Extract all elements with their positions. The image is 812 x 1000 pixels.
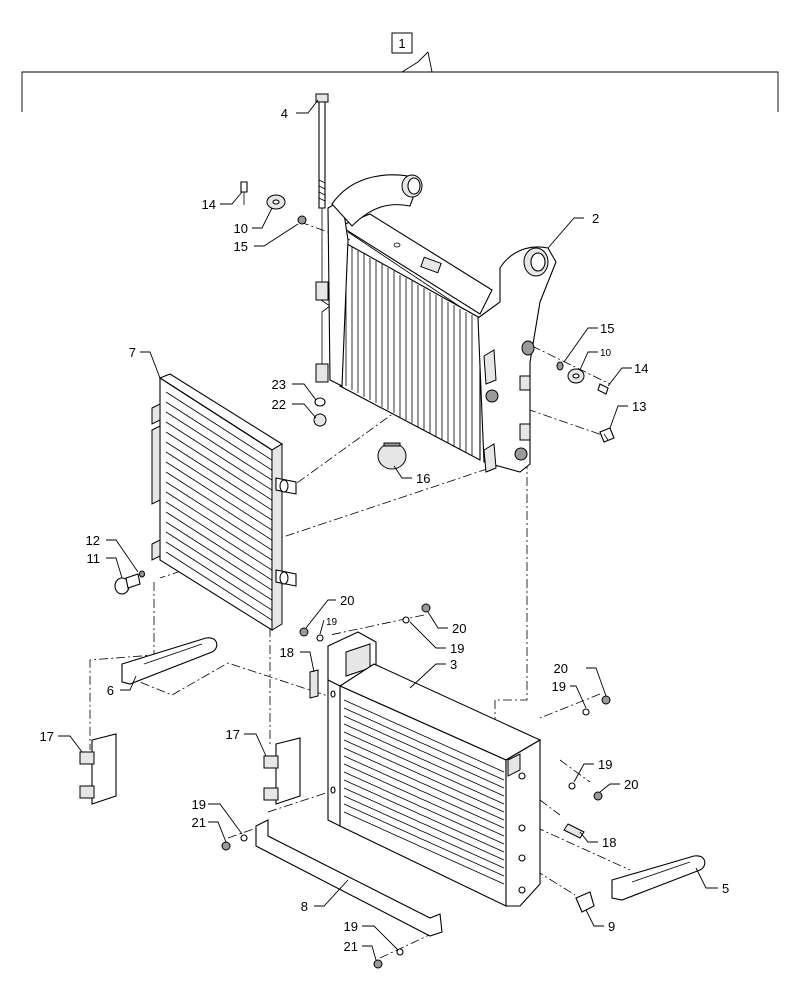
- callout-19: 19: [326, 617, 338, 628]
- callout-13: 13: [632, 399, 646, 414]
- callout-20: 20: [554, 661, 568, 676]
- callout-14: 14: [202, 197, 216, 212]
- callout-20: 20: [340, 593, 354, 608]
- brackets: [79, 637, 706, 937]
- callout-16: 16: [416, 471, 430, 486]
- callout-3: 3: [450, 657, 457, 672]
- callout-2: 2: [592, 211, 599, 226]
- callout-23: 23: [272, 377, 286, 392]
- oil-cooler-3: [327, 631, 542, 907]
- callout-7: 7: [129, 345, 136, 360]
- callout-22: 22: [272, 397, 286, 412]
- callout-5: 5: [722, 881, 729, 896]
- callout-11: 11: [87, 551, 101, 566]
- fitting-11-12: [114, 570, 145, 595]
- assembly-number: 1: [398, 36, 405, 51]
- callout-10: 10: [600, 348, 612, 359]
- callout-21: 21: [192, 815, 206, 830]
- callout-4: 4: [281, 106, 288, 121]
- callout-20: 20: [624, 777, 638, 792]
- condenser-7: [151, 373, 297, 631]
- callout-18: 18: [280, 645, 294, 660]
- upper-hardware: [240, 181, 615, 470]
- callout-15: 15: [234, 239, 248, 254]
- callout-19: 19: [450, 641, 464, 656]
- callout-10: 10: [234, 221, 248, 236]
- callout-19: 19: [552, 679, 566, 694]
- callout-18: 18: [602, 835, 616, 850]
- callout-17: 17: [226, 727, 240, 742]
- callout-8: 8: [301, 899, 308, 914]
- callout-17: 17: [40, 729, 54, 744]
- callout-15: 15: [600, 321, 614, 336]
- callout-9: 9: [608, 919, 615, 934]
- callout-19: 19: [344, 919, 358, 934]
- callout-20: 20: [452, 621, 466, 636]
- callout-21: 21: [344, 939, 358, 954]
- callout-19: 19: [192, 797, 206, 812]
- callout-19: 19: [598, 757, 612, 772]
- leader-lines: [58, 99, 718, 961]
- callout-6: 6: [107, 683, 114, 698]
- callout-12: 12: [86, 533, 100, 548]
- callout-labels: 4 14 10 15 2 15 10 14 13 7 23 22 16 12 1…: [40, 106, 730, 954]
- callout-14: 14: [634, 361, 648, 376]
- charge-air-cooler-2: [327, 174, 557, 473]
- tie-rod-4: [315, 93, 331, 383]
- assembly-bracket: 1: [21, 32, 779, 112]
